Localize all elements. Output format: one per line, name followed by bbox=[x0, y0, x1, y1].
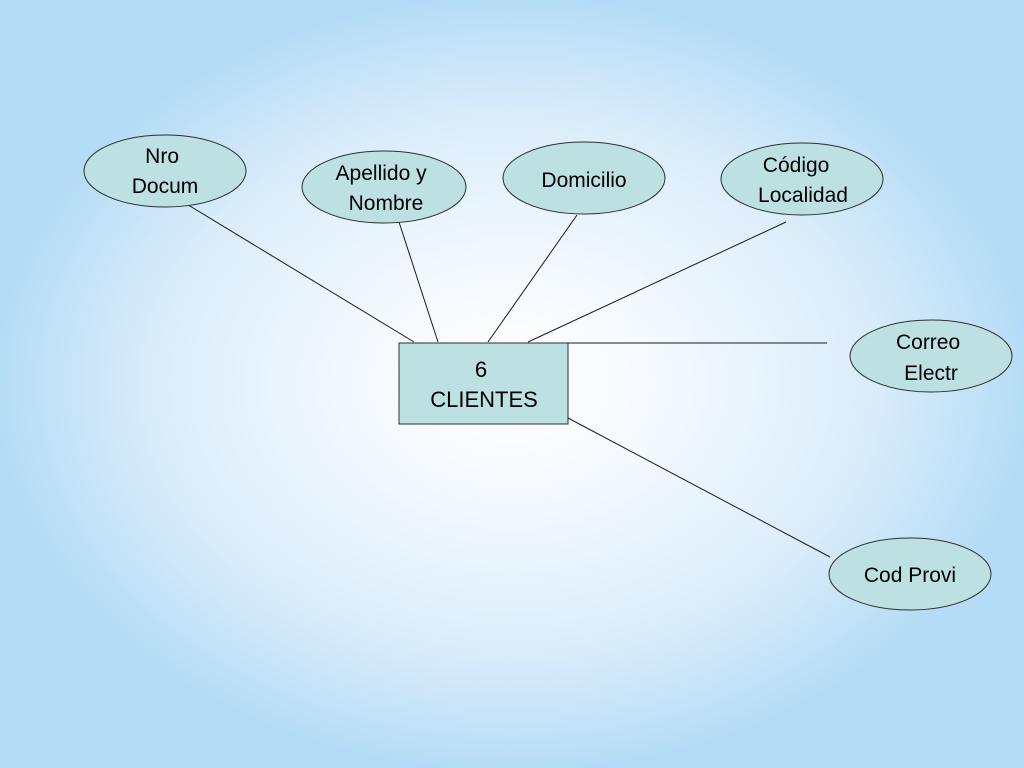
attribute-label-line: Nombre bbox=[349, 192, 424, 215]
attribute-label-line: Localidad bbox=[758, 184, 848, 207]
attribute-label-line: Cod Provi bbox=[864, 564, 956, 587]
connectors bbox=[179, 199, 831, 558]
attribute-cod-provi: Cod Provi bbox=[828, 537, 992, 611]
entity-box bbox=[398, 342, 569, 425]
connector-domicilio bbox=[487, 214, 578, 343]
attribute-ellipse bbox=[301, 150, 467, 224]
connector-cod-provi bbox=[567, 417, 831, 558]
connector-codigo-localidad bbox=[527, 221, 787, 343]
attribute-label-line: Nro bbox=[145, 145, 179, 168]
attribute-ellipse bbox=[849, 319, 1013, 393]
entity-label: 6 CLIENTES bbox=[430, 357, 538, 412]
attribute-label: Correo Electr bbox=[896, 331, 966, 385]
attribute-ellipse bbox=[828, 537, 992, 611]
entity-label-line: 6 bbox=[475, 357, 487, 382]
attribute-label-line: Código bbox=[763, 154, 830, 177]
attribute-label: Cod Provi bbox=[864, 564, 956, 587]
attribute-label-line: Domicilio bbox=[541, 169, 626, 192]
attribute-label: Código Localidad bbox=[758, 154, 848, 207]
attribute-correo-electr: Correo Electr bbox=[849, 319, 1013, 393]
attribute-label-line: Apellido y bbox=[336, 162, 428, 185]
attribute-nro-docum: Nro Docum bbox=[83, 134, 247, 208]
attribute-ellipse bbox=[83, 134, 247, 208]
attribute-apellido-nombre: Apellido y Nombre bbox=[301, 150, 467, 224]
attribute-ellipse bbox=[502, 141, 666, 215]
attribute-label: Nro Docum bbox=[132, 145, 199, 198]
attribute-label-line: Correo bbox=[896, 331, 960, 354]
attribute-label-line: Docum bbox=[132, 175, 199, 198]
attribute-label: Apellido y Nombre bbox=[336, 162, 433, 215]
entity-clientes: 6 CLIENTES bbox=[398, 342, 569, 425]
attribute-label-line: Electr bbox=[904, 362, 958, 385]
attribute-domicilio: Domicilio bbox=[502, 141, 666, 215]
attribute-ellipse bbox=[720, 142, 884, 216]
attribute-label: Domicilio bbox=[541, 169, 626, 192]
attribute-codigo-localidad: Código Localidad bbox=[720, 142, 884, 216]
connector-nro-docum bbox=[179, 199, 415, 343]
connector-apellido-nombre bbox=[398, 221, 439, 343]
entity-label-line: CLIENTES bbox=[430, 387, 538, 412]
